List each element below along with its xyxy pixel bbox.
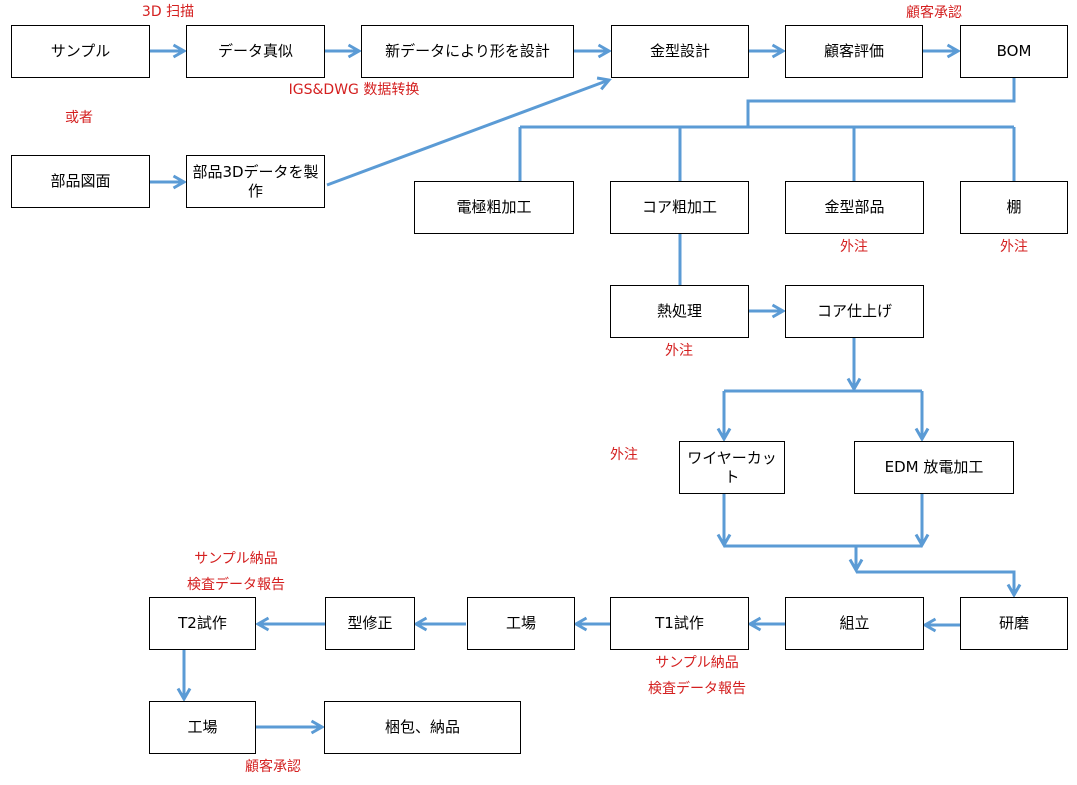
node-factory-1: 工場 bbox=[467, 597, 575, 650]
note-t2-report: 検査データ報告 bbox=[187, 577, 285, 593]
note-outsource-wire: 外注 bbox=[610, 447, 638, 463]
node-sample: サンプル bbox=[11, 25, 150, 78]
arrow-to-grinding bbox=[856, 570, 1022, 599]
node-edm: EDM 放電加工 bbox=[854, 441, 1014, 494]
note-outsource-parts: 外注 bbox=[840, 239, 868, 255]
node-part-3d: 部品3Dデータを製作 bbox=[186, 155, 325, 208]
node-mold-parts: 金型部品 bbox=[785, 181, 924, 234]
note-customer-approval-top: 顧客承認 bbox=[906, 5, 962, 21]
node-new-design: 新データにより形を設計 bbox=[361, 25, 574, 78]
line-bom-branch bbox=[746, 78, 1016, 127]
note-igs-dwg: IGS&DWG 数据转换 bbox=[288, 82, 420, 98]
node-heat-treat: 熱処理 bbox=[610, 285, 749, 338]
node-bom: BOM bbox=[960, 25, 1068, 78]
note-outsource-shelf: 外注 bbox=[1000, 239, 1028, 255]
note-outsource-heat: 外注 bbox=[665, 343, 693, 359]
note-3d-scan: 3D 扫描 bbox=[141, 4, 195, 20]
arrow-3d-to-mold bbox=[326, 76, 612, 187]
node-t1: T1試作 bbox=[610, 597, 749, 650]
node-mold-fix: 型修正 bbox=[325, 597, 415, 650]
note-t1-sample: サンプル納品 bbox=[655, 655, 739, 671]
node-grinding: 研磨 bbox=[960, 597, 1068, 650]
node-wire-cut: ワイヤーカット bbox=[679, 441, 785, 494]
node-assembly: 組立 bbox=[785, 597, 924, 650]
note-or: 或者 bbox=[65, 110, 93, 126]
node-electrode-rough: 電極粗加工 bbox=[414, 181, 574, 234]
node-packing: 梱包、納品 bbox=[324, 701, 521, 754]
node-customer-eval: 顧客評価 bbox=[785, 25, 923, 78]
node-core-rough: コア粗加工 bbox=[610, 181, 749, 234]
node-core-finish: コア仕上げ bbox=[785, 285, 924, 338]
node-part-drawing: 部品図面 bbox=[11, 155, 150, 208]
node-mold-design: 金型設計 bbox=[611, 25, 749, 78]
node-shelf: 棚 bbox=[960, 181, 1068, 234]
node-factory-2: 工場 bbox=[149, 701, 256, 754]
node-t2: T2試作 bbox=[149, 597, 256, 650]
note-t2-sample: サンプル納品 bbox=[194, 551, 278, 567]
node-data-copy: データ真似 bbox=[186, 25, 325, 78]
note-t1-report: 検査データ報告 bbox=[648, 681, 746, 697]
note-customer-approval-bottom: 顧客承認 bbox=[245, 759, 301, 775]
